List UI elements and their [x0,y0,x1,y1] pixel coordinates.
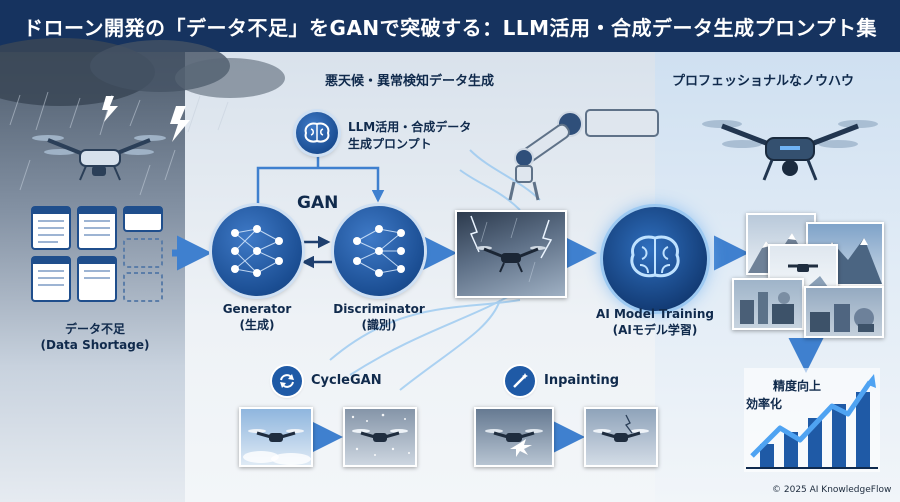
storm-drone-image [455,210,567,298]
cyclegan-label: CycleGAN [311,373,382,388]
growth-chart-icon [744,368,880,472]
discriminator-sublabel: (識別) [361,318,397,332]
inpainting-label: Inpainting [544,373,620,388]
robot-arm-icon [508,109,659,201]
ai-training-sublabel: (AIモデル学習) [612,323,698,337]
drone-icon [593,414,649,442]
snow-drone-icon [351,413,410,456]
lightning-icon [469,215,553,283]
center-section-title: 悪天候・異常検知データ生成 [325,74,495,89]
right-section-title: プロフェッショナルなノウハウ [672,74,855,89]
cyclegan-output-image [343,407,417,467]
llm-label-line2: 生成プロンプト [348,137,432,151]
facility-image [804,286,884,338]
drone-icon [476,246,546,273]
factory-icon [740,292,794,324]
data-shortage-label-en: (Data Shortage) [40,338,150,352]
cyclegan-badge [272,366,302,396]
discriminator-label: Discriminator [333,302,425,316]
drone-icon [243,429,311,465]
industrial-site-image [732,278,804,330]
copyright: © 2025 AI KnowledgeFlow [772,485,892,495]
drone-icon [702,120,878,181]
neural-network-icon [231,225,283,277]
generator-sublabel: (生成) [239,318,275,332]
data-cards-icon [31,206,163,302]
ai-training-label: AI Model Training [596,307,714,321]
gan-label: GAN [297,193,339,213]
cycle-icon [280,374,294,388]
efficiency-label: 効率化 [746,397,783,411]
neural-network-icon [353,225,405,277]
data-shortage-label: データ不足 [64,322,125,336]
cyclegan-input-image [239,407,313,467]
accuracy-label: 精度向上 [773,379,822,393]
factory-icon [810,304,874,332]
llm-label-line1: LLM活用・合成データ [348,120,472,134]
inpainting-damaged-image [474,407,554,467]
brain-icon [630,235,680,278]
drone-icon [32,135,166,181]
damaged-drone-icon [485,429,543,457]
brain-icon [304,122,330,143]
magic-wand-icon [513,373,528,388]
inpainting-repaired-image [584,407,658,467]
generator-label: Generator [222,302,292,316]
